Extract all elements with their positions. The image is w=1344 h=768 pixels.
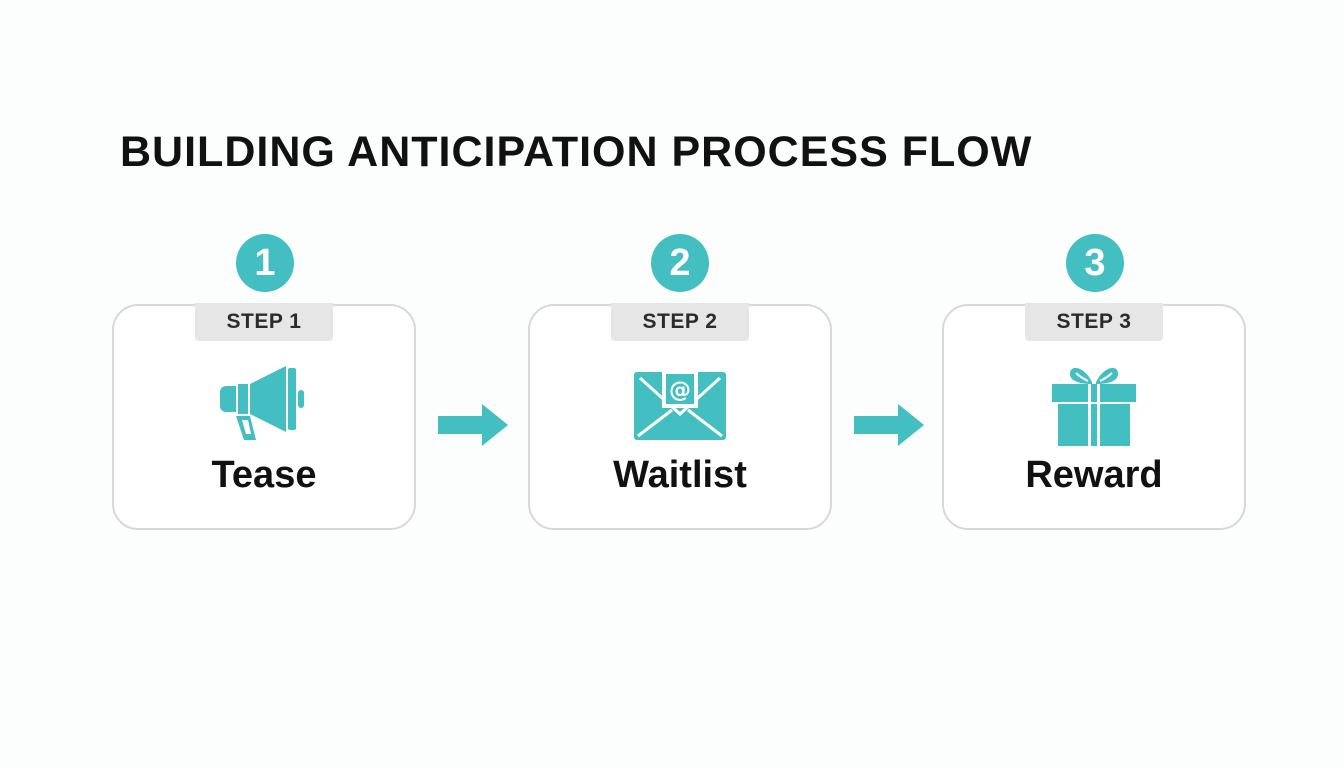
- step-3-tag: STEP 3: [1025, 303, 1163, 341]
- step-1-label: Tease: [211, 454, 317, 496]
- email-envelope-icon: @: [634, 370, 726, 440]
- diagram-title: BUILDING ANTICIPATION PROCESS FLOW: [120, 128, 1033, 176]
- arrow-right-icon: [854, 404, 924, 446]
- step-1-tag: STEP 1: [195, 303, 333, 341]
- step-3-card: STEP 3 Reward: [942, 303, 1246, 530]
- step-1-number-badge: 1: [236, 234, 294, 292]
- step-2-tag: STEP 2: [611, 303, 749, 341]
- step-1-card: STEP 1 Tease: [112, 303, 416, 530]
- step-3-number-badge: 3: [1066, 234, 1124, 292]
- step-2-card: STEP 2 @ Waitlist: [528, 303, 832, 530]
- gift-icon: [1052, 367, 1136, 446]
- step-3-label: Reward: [1025, 454, 1163, 496]
- step-2-label: Waitlist: [613, 454, 747, 496]
- megaphone-icon: [220, 366, 304, 440]
- arrow-right-icon: [438, 404, 508, 446]
- step-2-number-badge: 2: [651, 234, 709, 292]
- svg-text:@: @: [669, 378, 691, 403]
